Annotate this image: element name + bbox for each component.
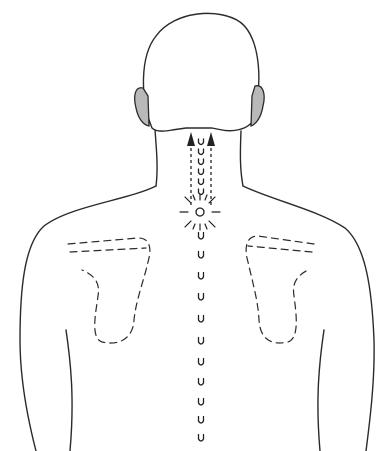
cervical-vertebra-mark — [199, 189, 204, 195]
cervical-vertebra-mark — [199, 169, 204, 175]
spine-vertebra-mark — [199, 435, 204, 442]
left-arm-inner-line — [66, 330, 72, 451]
right-upward-arrow-head — [207, 132, 215, 146]
left-scapula-outline — [68, 238, 150, 343]
spine-vertebra-mark — [199, 399, 204, 406]
right-shoulder-torso-outline — [243, 186, 374, 451]
right-arm-inner-line — [318, 330, 324, 451]
left-upward-arrow-head — [187, 132, 195, 146]
spine-vertebra-mark — [199, 417, 204, 424]
left-ear — [135, 88, 149, 126]
cervical-vertebra-marks — [199, 139, 204, 195]
right-scapula-outline — [246, 236, 314, 343]
starburst-point — [180, 194, 220, 230]
spine-vertebra-marks — [199, 233, 204, 442]
spine-vertebra-mark — [199, 294, 204, 301]
cervical-vertebra-mark — [199, 179, 204, 185]
cervical-vertebra-mark — [199, 149, 204, 155]
spine-vertebra-mark — [199, 316, 204, 323]
spine-vertebra-mark — [199, 379, 204, 386]
neck-left-outline — [155, 130, 157, 186]
cervical-vertebra-mark — [199, 139, 204, 145]
spine-vertebra-mark — [199, 338, 204, 345]
cervical-vertebra-mark — [199, 159, 204, 165]
spine-vertebra-mark — [199, 252, 204, 259]
neck-right-outline — [240, 131, 243, 186]
left-scapular-spine — [70, 248, 146, 252]
spine-vertebra-mark — [199, 359, 204, 366]
right-ear — [251, 86, 264, 126]
head-outline — [143, 13, 258, 131]
spine-vertebra-mark — [199, 273, 204, 280]
spine-vertebra-mark — [199, 233, 204, 240]
left-shoulder-torso-outline — [20, 186, 156, 451]
right-scapular-spine — [248, 246, 312, 252]
